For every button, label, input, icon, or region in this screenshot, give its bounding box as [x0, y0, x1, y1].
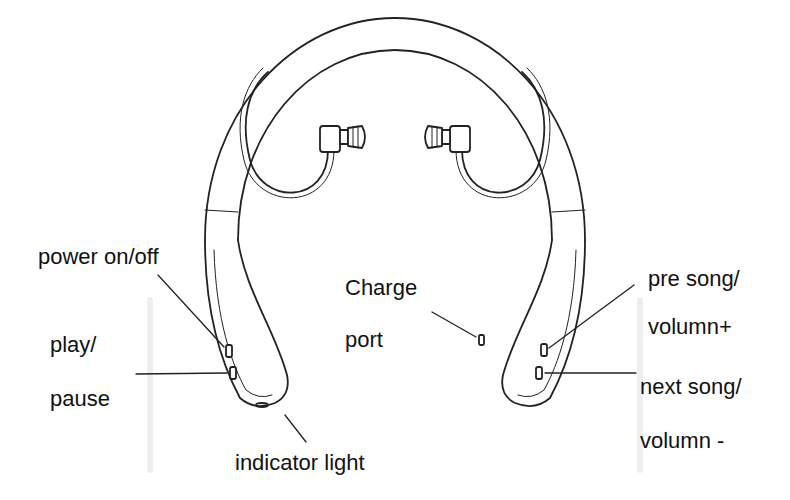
left-earbud: [320, 126, 365, 152]
left-pod: [205, 240, 288, 406]
play-pause-label: play/ pause: [50, 318, 128, 426]
right-cable: [462, 72, 544, 193]
neckband-outer: [205, 18, 585, 240]
power-button: [226, 345, 232, 357]
play-button: [230, 367, 236, 379]
indicator-light: [256, 403, 268, 407]
power-label: power on/off: [38, 242, 218, 272]
neckband-inner: [238, 50, 552, 240]
indicator-label: indicator light: [235, 448, 435, 478]
charge-port: [479, 335, 484, 345]
right-pod: [502, 240, 585, 406]
leader-lines: [136, 275, 636, 442]
left-cable: [246, 72, 328, 193]
volume-up-button: [541, 344, 547, 356]
pre-song-label: pre song/ volumn+: [648, 255, 778, 351]
charge-port-label: Charge port: [345, 262, 429, 366]
volume-down-button: [536, 367, 542, 379]
next-song-label: next song/ volumn -: [640, 360, 780, 468]
right-earbud: [425, 126, 470, 152]
